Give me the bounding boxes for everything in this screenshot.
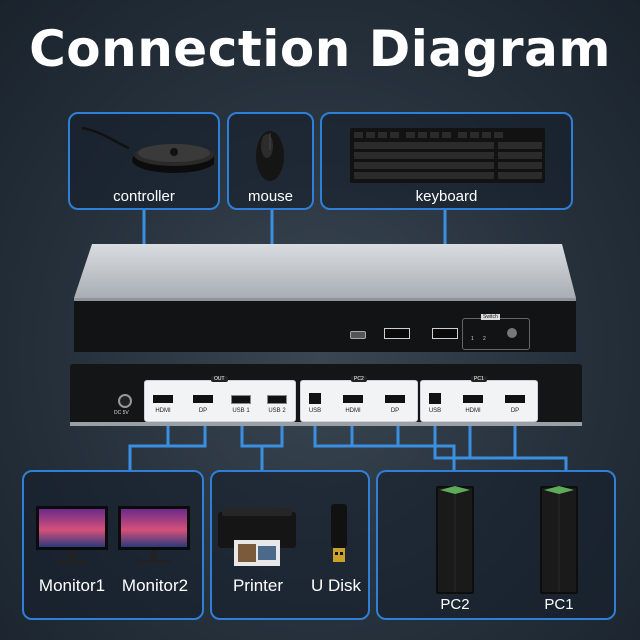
- pc1-port-dp-label: DP: [510, 408, 520, 414]
- wire-pc2-usb: [313, 420, 352, 448]
- wire-usb1: [240, 420, 264, 470]
- out-port-usb1-label: USB 1: [232, 408, 250, 414]
- dc-port: [118, 394, 132, 408]
- monitor1-icon: [36, 506, 108, 563]
- controller-label: controller: [113, 188, 175, 205]
- wire-pc1-usb: [433, 420, 568, 470]
- keyboard-box: keyboard: [320, 112, 573, 210]
- pc2-section: PC2 USB HDMI DP: [300, 376, 418, 422]
- switch-panel: Switch 1 2: [462, 314, 530, 350]
- udisk-label: U Disk: [310, 576, 362, 595]
- pc2-label: PC2: [440, 596, 470, 613]
- pcs-box: PC2 PC1: [376, 470, 616, 620]
- mouse-label: mouse: [247, 188, 294, 205]
- dc-label: DC 5V: [114, 410, 129, 416]
- udisk-icon: [331, 504, 347, 562]
- pc2-hdmi-port: [343, 395, 363, 403]
- pc1-label: PC1: [544, 596, 574, 613]
- pc2-tag: PC2: [351, 376, 367, 382]
- out-dp-port: [193, 395, 213, 403]
- out-port-usb2-label: USB 2: [268, 408, 286, 414]
- pc1-tag: PC1: [471, 376, 487, 382]
- controller-box: controller: [68, 112, 220, 210]
- wire-pc2-hdmi: [350, 420, 456, 470]
- wire-dp-out: [168, 420, 207, 448]
- pc2-port-usb-label: USB: [308, 408, 322, 414]
- monitors-box: Monitor1 Monitor2: [22, 470, 204, 620]
- switch-num-2: 2: [483, 336, 486, 342]
- wire-usb2: [262, 420, 284, 448]
- pc1-dp-port: [505, 395, 525, 403]
- pc2-dp-port: [385, 395, 405, 403]
- out-port-dp-label: DP: [198, 408, 208, 414]
- printer-icon: [218, 508, 296, 566]
- printer-udisk-box: Printer U Disk: [210, 470, 370, 620]
- out-tag: OUT: [211, 376, 228, 382]
- pc1-usb-port: [429, 393, 441, 404]
- kvm-front-unit: Switch 1 2: [72, 238, 578, 356]
- pc1-port-usb-label: USB: [428, 408, 442, 414]
- pc1-tower-icon: [540, 486, 578, 594]
- pc1-section: PC1 USB HDMI DP: [420, 376, 538, 422]
- wire-hdmi-out: [128, 420, 170, 470]
- pc2-usb-port: [309, 393, 321, 404]
- mouse-box: mouse: [227, 112, 314, 210]
- keyboard-label: keyboard: [415, 188, 478, 205]
- pc1-hdmi-port: [463, 395, 483, 403]
- pc1-port-hdmi-label: HDMI: [465, 408, 481, 414]
- out-usb2-port: [267, 395, 287, 404]
- out-usb1-port: [231, 395, 251, 404]
- pc2-port-dp-label: DP: [390, 408, 400, 414]
- usb-port-keyboard: [432, 328, 458, 339]
- out-port-hdmi-label: HDMI: [155, 408, 171, 414]
- monitor2-label: Monitor2: [121, 576, 189, 595]
- diagram-title: Connection Diagram: [29, 20, 611, 78]
- switch-tag: Switch: [481, 314, 500, 320]
- monitor2-icon: [118, 506, 190, 563]
- out-hdmi-port: [153, 395, 173, 403]
- pc2-port-hdmi-label: HDMI: [345, 408, 361, 414]
- kvm-front-shape: [74, 244, 576, 352]
- pc2-tower-icon: [436, 486, 474, 594]
- micro-usb-port: [350, 331, 366, 339]
- keyboard-icon: [350, 128, 545, 183]
- kvm-rear-unit: DC 5V OUT HDMI DP USB 1 USB 2 PC2 USB HD…: [70, 364, 582, 426]
- monitor1-label: Monitor1: [38, 576, 106, 595]
- controller-icon: [81, 126, 214, 173]
- switch-num-1: 1: [471, 336, 474, 342]
- out-section: OUT HDMI DP USB 1 USB 2: [144, 376, 296, 422]
- printer-label: Printer: [232, 576, 284, 595]
- mouse-icon: [256, 131, 284, 181]
- switch-button[interactable]: [507, 328, 517, 338]
- usb-port-mouse: [384, 328, 410, 339]
